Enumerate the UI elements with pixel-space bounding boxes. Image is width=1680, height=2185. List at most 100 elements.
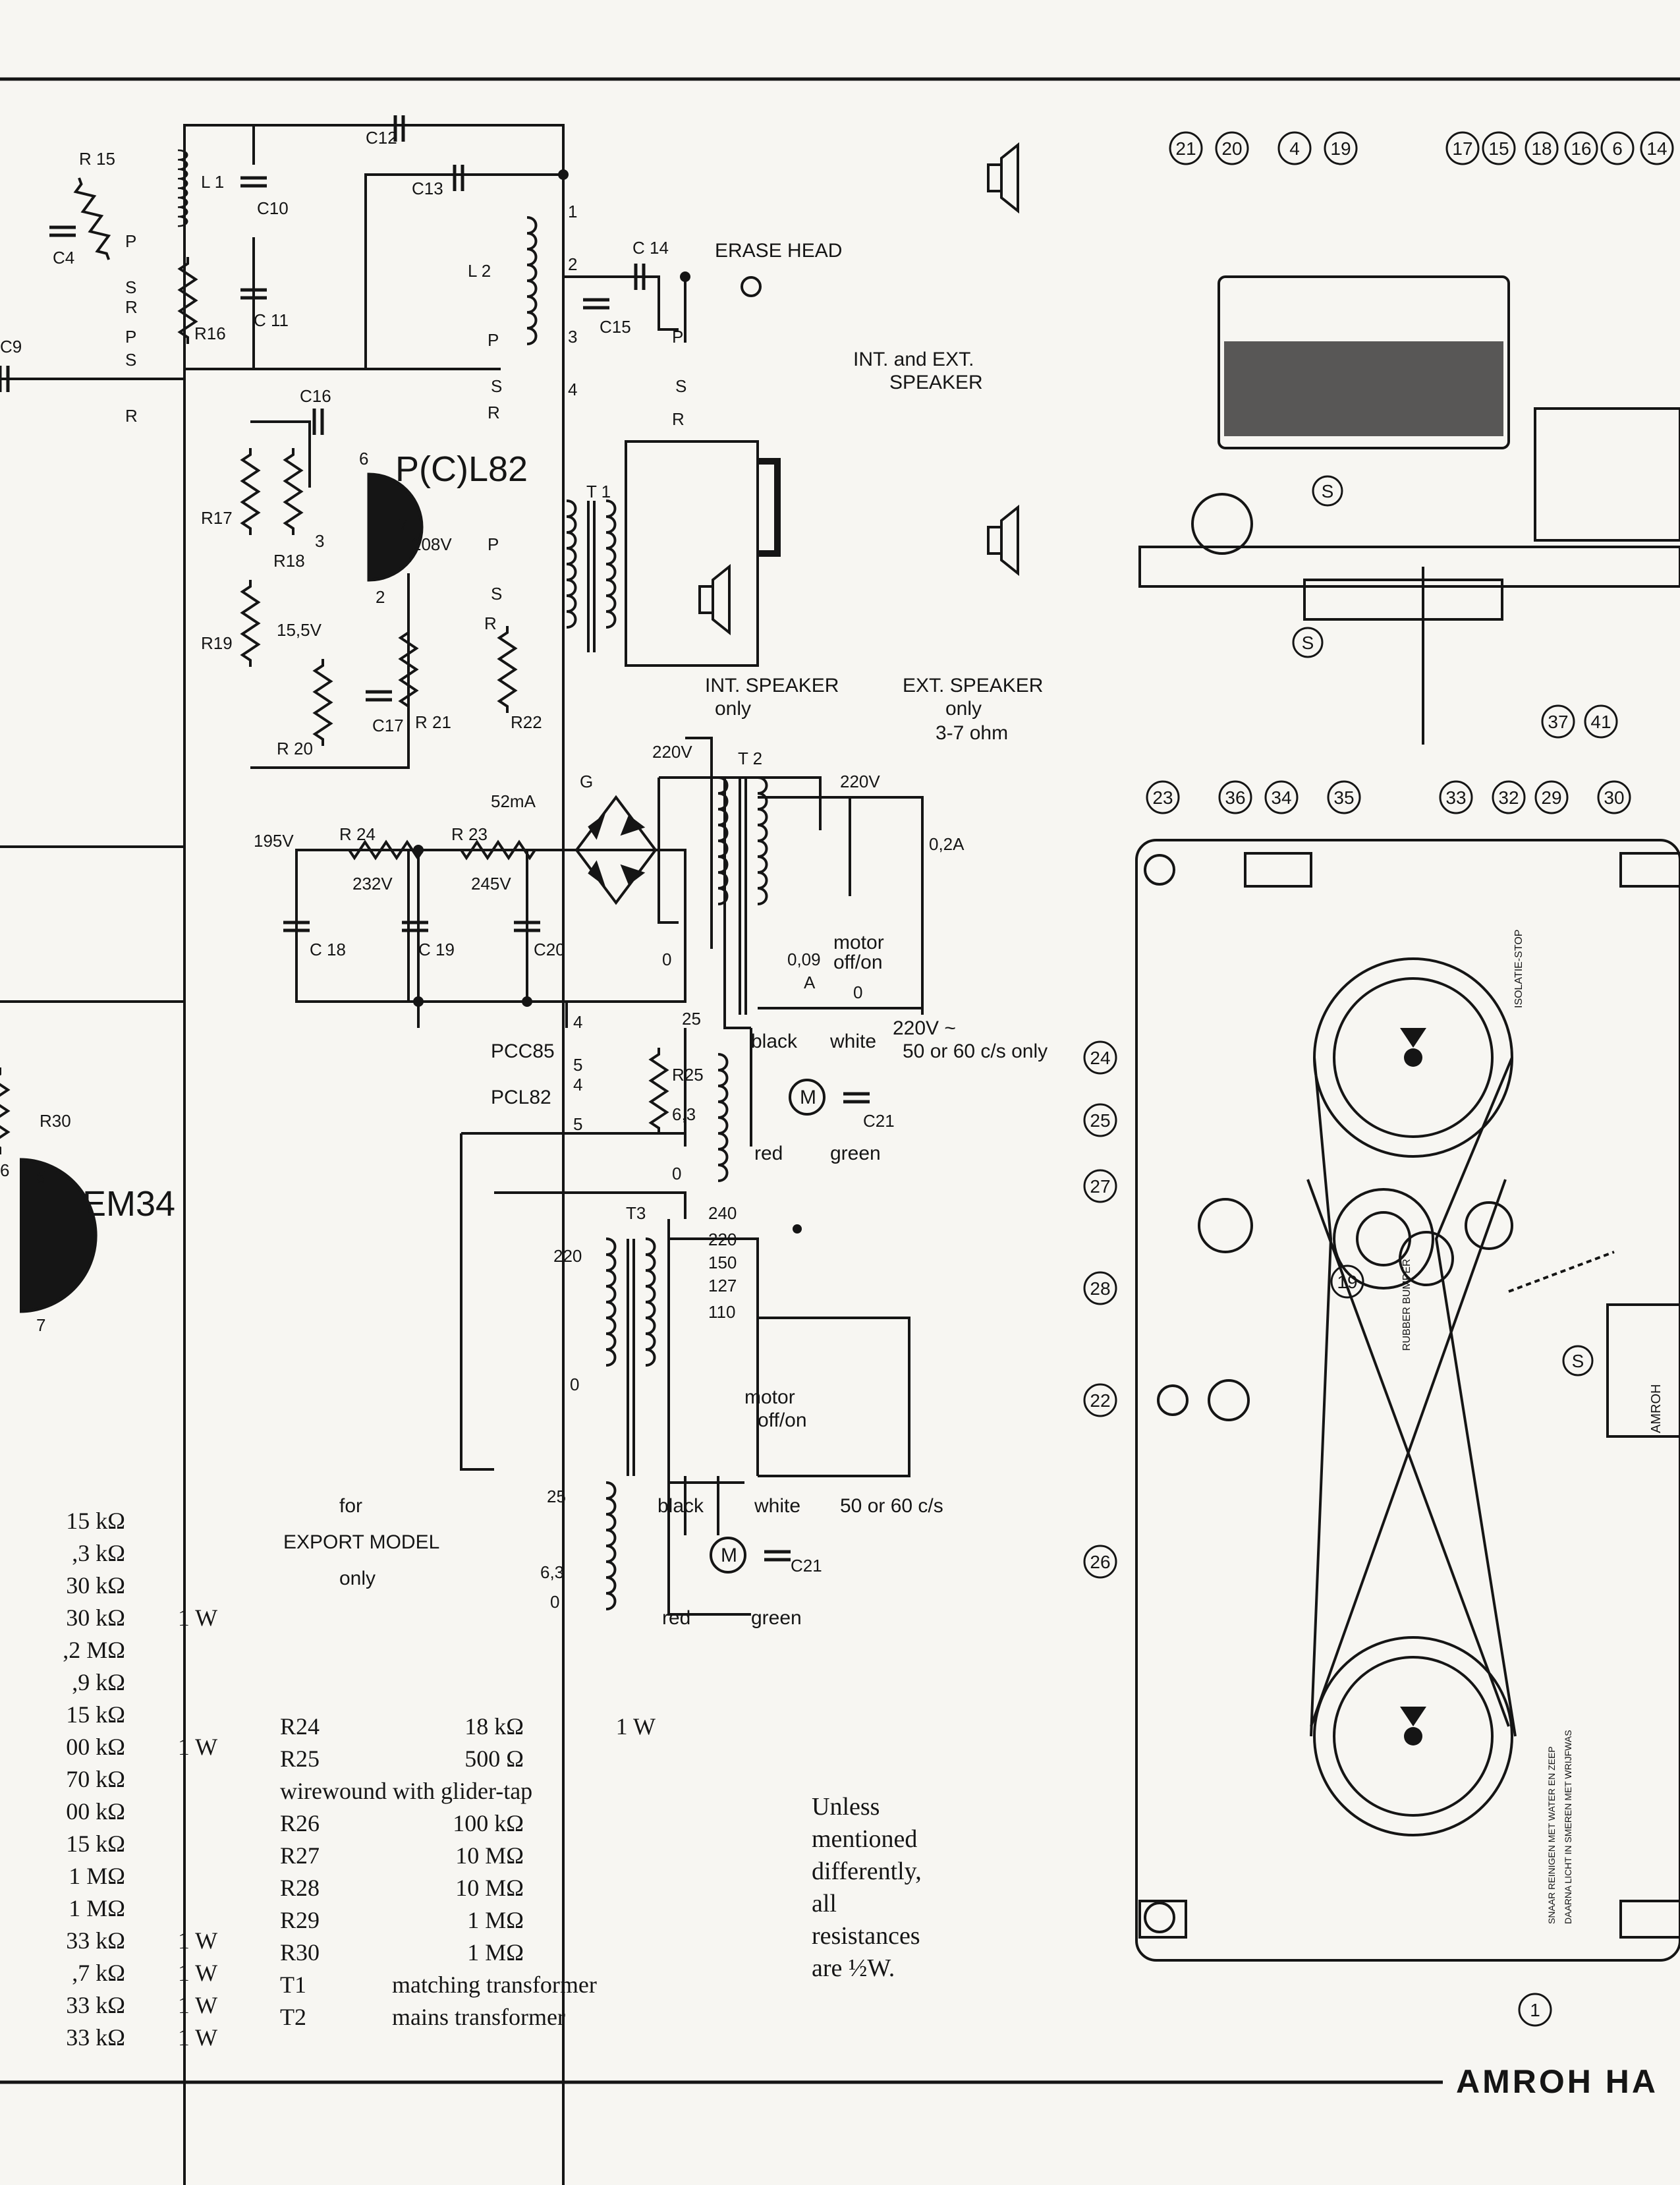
callout-24: 24 [1090,1048,1110,1068]
switch-letter-p: P [488,330,499,350]
l2-tap-3: 3 [568,327,577,347]
t2-tap-5-a: 5 [573,1055,582,1075]
switch-letter-p: P [125,231,136,251]
tube-label-pcl82-small: PCL82 [491,1087,551,1108]
wire-red-1: red [754,1143,783,1164]
voltage-208: 208V [412,534,452,554]
label-r22: R22 [511,712,542,732]
label-c15: C15 [600,317,631,337]
label-c18: C 18 [310,940,346,959]
t3-primary-220: 220 [553,1246,582,1266]
t3-tap-150: 150 [708,1253,737,1272]
label-t1: T 1 [586,482,611,501]
int-ext-speaker-label-1: INT. and EXT. [853,349,974,370]
parts-row: 15 kΩ [66,1701,125,1728]
int-speaker-label-2: only [715,698,751,720]
pin-3: 3 [315,531,324,551]
callout-25: 25 [1090,1110,1110,1131]
callout-30: 30 [1604,787,1624,808]
tube-label-pcc85: PCC85 [491,1040,555,1062]
fuse-0-2a: 0,2A [929,834,965,854]
t3-sec-6-3: 6,3 [540,1562,564,1582]
wire-black-1: black [751,1031,798,1052]
label-r19: R19 [201,633,233,653]
l2-tap-1: 1 [568,202,577,221]
callout-41: 41 [1590,712,1611,732]
parts-row: ,9 kΩ [72,1669,125,1695]
callout-14: 14 [1646,138,1667,159]
label-c10: C10 [257,198,289,218]
current-52ma: 52mA [491,791,536,811]
motor-switch-1-label-2: off/on [833,951,883,973]
s-mark-3: S [1572,1351,1584,1371]
switch-letter-s: S [491,376,502,396]
callout-27: 27 [1090,1176,1110,1197]
switch-letter-p: P [672,327,683,347]
callout-29: 29 [1541,787,1561,808]
t3-sec-0: 0 [550,1592,559,1612]
switch-letter-p: P [488,534,499,554]
voltage-245: 245V [471,874,511,894]
t3-sec-25: 25 [547,1487,566,1506]
switch-letter-r: R [125,297,138,317]
label-l2: L 2 [468,261,491,281]
callout-17: 17 [1452,138,1472,159]
label-c11: C 11 [254,310,289,330]
t3-tap-240: 240 [708,1203,737,1223]
callout-23: 23 [1152,787,1173,808]
switch-letter-p: P [125,327,136,347]
t3-tap-127: 127 [708,1276,737,1295]
motor-switch-2-label-2: off/on [758,1409,807,1431]
voltage-220-t2: 220V [652,742,692,762]
tube-label-em34: EM34 [82,1184,175,1224]
t3-primary-0: 0 [570,1375,579,1394]
label-l1: L 1 [201,172,224,192]
switch-letter-s: S [125,350,136,370]
note-line: mentioned [812,1825,918,1853]
ext-speaker-label-1: EXT. SPEAKER [903,675,1043,696]
motor-switch-1-label-1: motor [833,932,884,953]
label-c14: C 14 [632,238,669,258]
mains-label-2: 50 or 60 c/s [840,1495,943,1517]
fuse-0-09: 0,09 [787,950,821,969]
wire-white-2: white [754,1495,800,1517]
t2-tap-4-a: 4 [573,1012,582,1032]
em34-pin-7: 7 [36,1315,45,1335]
motor-symbol-1: M [800,1087,816,1108]
label-r16: R16 [194,324,226,343]
label-r24: R 24 [339,824,376,844]
motor-symbol-2: M [721,1545,737,1566]
switch-letter-s: S [675,376,686,396]
voltage-195: 195V [254,831,294,851]
em34-pin-6: 6 [0,1160,9,1180]
mains-label-1-1: 220V ~ [893,1017,956,1039]
label-r18: R18 [273,551,305,571]
label-r30: R30 [40,1111,71,1131]
label-c17: C17 [372,716,404,735]
callout-4: 4 [1289,138,1300,159]
l2-tap-2: 2 [568,254,577,274]
label-r17: R17 [201,508,233,528]
callout-32: 32 [1498,787,1519,808]
pin-2: 2 [376,587,385,607]
parts-row: 1 MΩ [69,1863,125,1889]
int-speaker-label-1: INT. SPEAKER [705,675,839,696]
label-c13: C13 [412,179,443,198]
callout-18: 18 [1531,138,1552,159]
callout-22: 22 [1090,1390,1110,1411]
wire-white-1: white [829,1031,876,1052]
isolatie-stop-label: ISOLATIE-STOP [1513,930,1525,1008]
motor-switch-2-label-1: motor [744,1386,795,1408]
belt-note-1: SNAAR REINIGEN MET WATER EN ZEEP [1546,1746,1557,1924]
switch-letter-r: R [672,409,685,429]
int-ext-speaker-label-2: SPEAKER [889,372,983,393]
switch-letter-r: R [125,406,138,426]
note-line: are ½W. [812,1954,895,1982]
switch-letter-s: S [491,584,502,604]
